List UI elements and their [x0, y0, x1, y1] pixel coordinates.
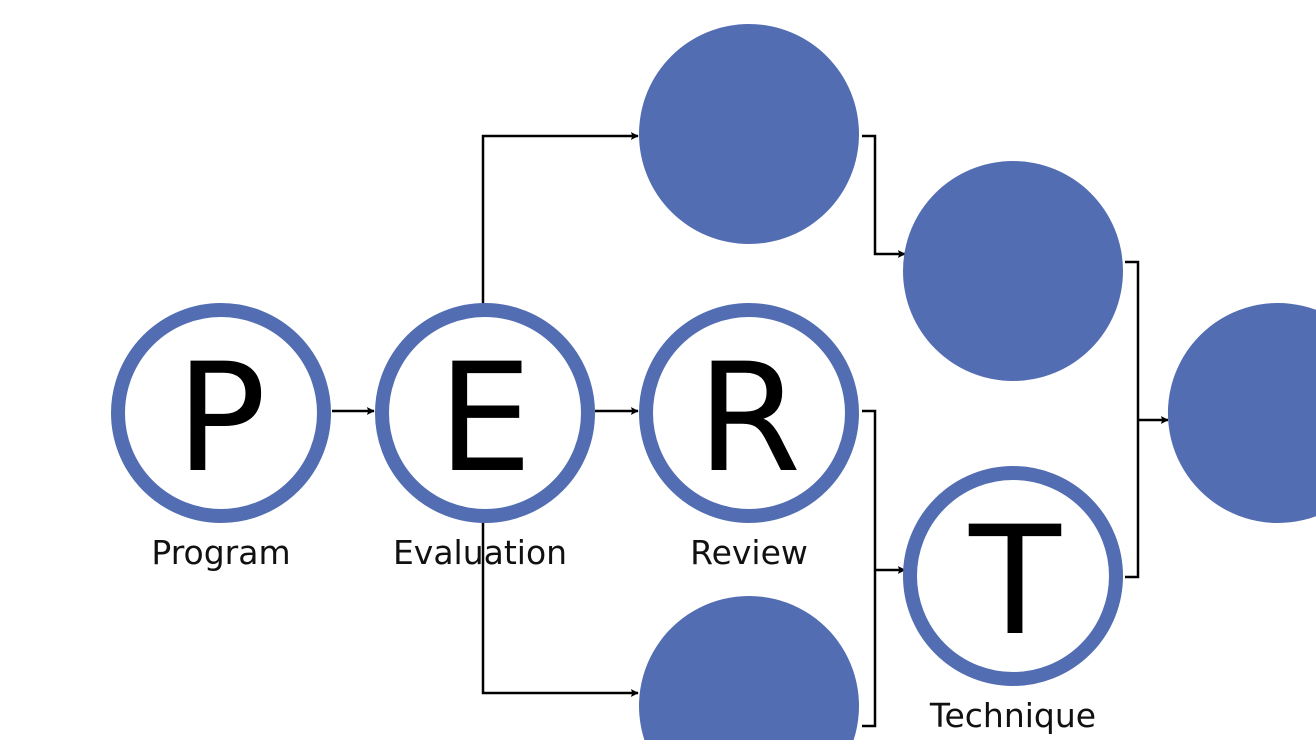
node-filled-bottom [639, 595, 859, 740]
bracket-mid-t-to-end [1125, 260, 1140, 579]
arrow-e-to-top [481, 132, 639, 305]
node-filled-top [639, 24, 859, 244]
node-letter: E [438, 332, 533, 506]
node-r: R Review [639, 303, 859, 572]
node-label: Evaluation [393, 533, 567, 572]
node-label: Review [690, 533, 808, 572]
node-letter: P [176, 332, 266, 506]
node-e: E Evaluation [375, 303, 595, 572]
node-letter: R [697, 332, 801, 506]
connectors [332, 132, 1169, 728]
node-filled-mid [903, 161, 1123, 381]
arrow-top-to-mid [862, 134, 906, 258]
node-letter: T [968, 495, 1062, 669]
node-label: Program [151, 533, 290, 572]
node-t: T Technique [903, 466, 1123, 735]
node-label: Technique [929, 696, 1096, 735]
node-p: P Program [111, 303, 331, 572]
bracket-r-bottom-to-t [862, 409, 877, 728]
node-filled-end [1167, 303, 1316, 523]
arrow-e-to-bottom [481, 522, 639, 697]
